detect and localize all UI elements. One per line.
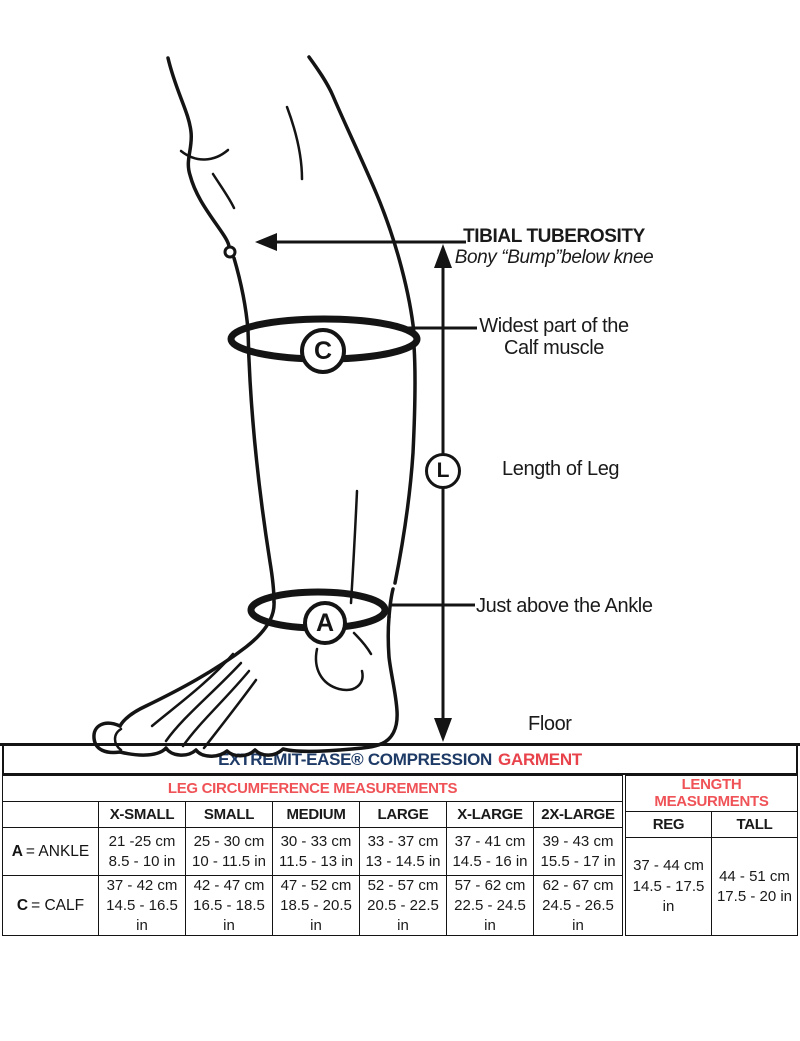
calf-marker: C (300, 328, 346, 374)
tables-row: LEG CIRCUMFERENCE MEASUREMENTS X-SMALL S… (1, 775, 798, 937)
table-title: EXTREMIT-EASE® COMPRESSION GARMENT (2, 746, 798, 775)
sizing-table-area: EXTREMIT-EASE® COMPRESSION GARMENT LEG C… (1, 746, 798, 937)
length-annotation: Length of Leg (502, 458, 620, 480)
col-header-2xlarge: 2X-LARGE (532, 801, 624, 828)
leg-detail-lines (113, 105, 373, 752)
length-column-header-row: REG TALL (625, 810, 798, 839)
table-title-main: EXTREMIT-EASE® COMPRESSION (218, 749, 493, 769)
length-marker: L (425, 453, 461, 489)
calf-row-letter: C (16, 896, 29, 914)
down-arrowhead-icon (434, 718, 452, 742)
calf-annotation: Widest part of the Calf muscle (468, 315, 640, 360)
blank-header-cell (2, 801, 99, 828)
calf-row-word: = CALF (31, 896, 85, 914)
ankle-row-label: A= ANKLE (2, 827, 99, 876)
tibial-arrowhead-icon (255, 233, 277, 251)
calf-annotation-line1: Widest part of the (479, 315, 629, 337)
calf-row-label: C= CALF (2, 874, 99, 937)
tibial-bump (223, 245, 237, 259)
ankle-annotation: Just above the Ankle (476, 595, 653, 617)
length-section-header: LENGTH MEASURMENTS (625, 775, 798, 812)
col-header-large: LARGE (359, 801, 447, 828)
calf-annotation-line2: Calf muscle (503, 337, 605, 360)
col-header-reg: REG (625, 810, 712, 839)
col-header-small: SMALL (185, 801, 273, 828)
col-header-xlarge: X-LARGE (446, 801, 534, 828)
ankle-marker: A (303, 601, 347, 645)
table-title-accent: GARMENT (498, 749, 582, 769)
floor-line (0, 743, 800, 746)
ankle-row-letter: A (11, 842, 23, 860)
leg-outline (92, 55, 417, 758)
col-header-medium: MEDIUM (272, 801, 360, 828)
ankle-row-word: = ANKLE (25, 842, 90, 860)
tibial-subtitle: Bony “Bump”below knee (454, 247, 654, 269)
leg-circumference-table: LEG CIRCUMFERENCE MEASUREMENTS X-SMALL S… (1, 775, 624, 937)
table-divider-gap (623, 775, 625, 937)
col-header-xsmall: X-SMALL (98, 801, 186, 828)
tibial-title: TIBIAL TUBEROSITY (463, 226, 645, 247)
floor-annotation: Floor (528, 713, 572, 735)
leg-column-header-row: X-SMALL SMALL MEDIUM LARGE X-LARGE 2X-LA… (2, 801, 624, 828)
tibial-annotation: TIBIAL TUBEROSITY Bony “Bump”below knee (448, 226, 660, 269)
leg-section-header: LEG CIRCUMFERENCE MEASUREMENTS (1, 775, 624, 802)
col-header-tall: TALL (711, 810, 798, 839)
